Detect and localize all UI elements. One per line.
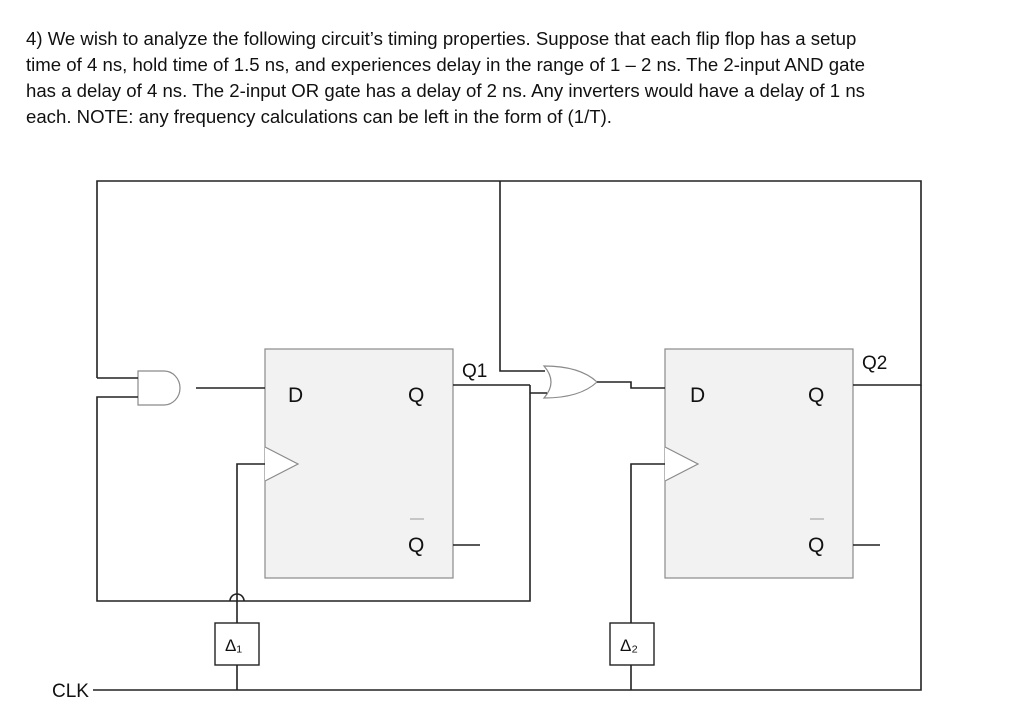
delay-element-2: Δ₂ xyxy=(609,622,655,666)
flip-flop-1-clock-triangle xyxy=(264,446,300,482)
wire-delay2-to-clk2 xyxy=(630,463,665,623)
question-text: 4) We wish to analyze the following circ… xyxy=(26,26,986,130)
flip-flop-1-q-label: Q xyxy=(408,384,424,407)
flip-flop-1-d-label: D xyxy=(288,384,303,407)
question-line-4: each. NOTE: any frequency calculations c… xyxy=(26,106,612,127)
delay-element-1-label: Δ₁ xyxy=(225,636,242,655)
flip-flop-2-d-label: D xyxy=(690,384,705,407)
wire-or-to-d2 xyxy=(597,381,665,389)
wire-clk-bus xyxy=(93,385,922,691)
question-line-3: has a delay of 4 ns. The 2-input OR gate… xyxy=(26,80,865,101)
and-gate xyxy=(137,370,181,406)
or-gate xyxy=(542,365,598,399)
or-gate-body xyxy=(542,365,598,399)
flip-flop-2-qbar-label: Q xyxy=(808,534,824,557)
flip-flop-2-q-label: Q xyxy=(808,384,824,407)
and-gate-body xyxy=(137,370,181,406)
wires xyxy=(93,180,922,691)
question-line-2: time of 4 ns, hold time of 1.5 ns, and e… xyxy=(26,54,865,75)
wire-delay1-to-clk1 xyxy=(236,463,265,623)
delay-element-1-box xyxy=(214,622,260,666)
wire-q2-feedback-inner xyxy=(499,181,545,372)
wire-crossover-hop xyxy=(229,593,245,602)
flip-flop-1-qbar-label: Q xyxy=(408,534,424,557)
clk-label: CLK xyxy=(52,681,89,702)
flip-flop-1: D Q Q xyxy=(264,348,454,579)
wire-q1-to-and-bottom xyxy=(96,385,531,602)
question-line-1: 4) We wish to analyze the following circ… xyxy=(26,28,857,49)
delay-element-2-box xyxy=(609,622,655,666)
q2-output-label: Q2 xyxy=(862,353,887,374)
flip-flop-2: D Q Q xyxy=(664,348,854,579)
q1-output-label: Q1 xyxy=(462,361,487,382)
delay-element-1: Δ₁ xyxy=(214,622,260,666)
delay-element-2-label: Δ₂ xyxy=(620,636,638,655)
flip-flop-2-clock-triangle xyxy=(664,446,700,482)
wire-q2-feedback-outer xyxy=(96,180,922,386)
